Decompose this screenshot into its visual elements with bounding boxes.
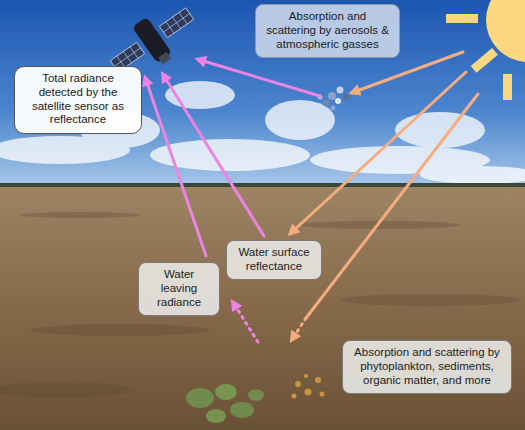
node-label: Water leaving radiance bbox=[146, 268, 212, 309]
sun-ray bbox=[503, 74, 512, 100]
sun bbox=[446, 0, 525, 100]
phytoplankton-cell bbox=[186, 388, 214, 408]
incoming-light-arrow bbox=[354, 52, 463, 92]
wave bbox=[30, 324, 210, 336]
solar-panel bbox=[159, 8, 193, 38]
light-paths bbox=[146, 52, 478, 342]
phytoplankton bbox=[186, 384, 264, 423]
wave bbox=[20, 212, 140, 218]
sun-ray bbox=[446, 14, 478, 23]
sediment-particle bbox=[320, 392, 325, 397]
underwater-return-arrow bbox=[234, 304, 258, 342]
node-label: Absorption and scattering by aerosols & … bbox=[263, 10, 392, 51]
incoming-light-arrow bbox=[306, 94, 478, 318]
node-label: Total radiance detected by the satellite… bbox=[22, 72, 134, 127]
wave bbox=[340, 294, 520, 306]
phytoplankton-cell bbox=[248, 389, 264, 401]
water-leaving-arrow bbox=[146, 80, 206, 256]
sediment-particle bbox=[315, 377, 321, 383]
aerosol bbox=[323, 100, 330, 107]
sun-ray bbox=[471, 48, 498, 73]
reflected-light-arrow bbox=[164, 76, 264, 236]
aerosol bbox=[343, 94, 349, 100]
water-leaving-box: Water leaving radiance bbox=[138, 262, 220, 316]
underwater-light-arrow bbox=[293, 318, 306, 338]
sediments bbox=[292, 374, 325, 399]
aerosol bbox=[337, 87, 344, 94]
aerosol bbox=[328, 92, 336, 100]
sediment-particle bbox=[292, 394, 297, 399]
phytoplankton-cell bbox=[230, 402, 254, 418]
sensor-box: Total radiance detected by the satellite… bbox=[14, 66, 142, 134]
shoreline bbox=[0, 183, 525, 187]
wave bbox=[0, 382, 130, 398]
atmosphere-box: Absorption and scattering by aerosols & … bbox=[255, 4, 400, 58]
scattered-light-arrow bbox=[200, 60, 320, 96]
waves bbox=[0, 212, 520, 398]
satellite-body bbox=[132, 17, 172, 63]
aerosol bbox=[335, 98, 341, 104]
panel-grid bbox=[159, 8, 193, 38]
node-label: Water surface reflectance bbox=[234, 246, 314, 274]
sediment-particle bbox=[295, 381, 301, 387]
aerosols bbox=[318, 87, 350, 111]
cloud bbox=[265, 100, 335, 140]
phytoplankton-cell bbox=[206, 409, 226, 423]
phytoplankton-cell bbox=[215, 384, 237, 400]
sediment-particle bbox=[305, 389, 312, 396]
cloud bbox=[420, 166, 525, 184]
satellite-sensor bbox=[158, 52, 171, 64]
water-constituents-box: Absorption and scattering by phytoplankt… bbox=[342, 340, 512, 394]
surface-box: Water surface reflectance bbox=[226, 240, 322, 280]
aerosol bbox=[331, 106, 336, 111]
node-label: Absorption and scattering by phytoplankt… bbox=[350, 346, 504, 387]
sediment-particle bbox=[304, 374, 308, 378]
